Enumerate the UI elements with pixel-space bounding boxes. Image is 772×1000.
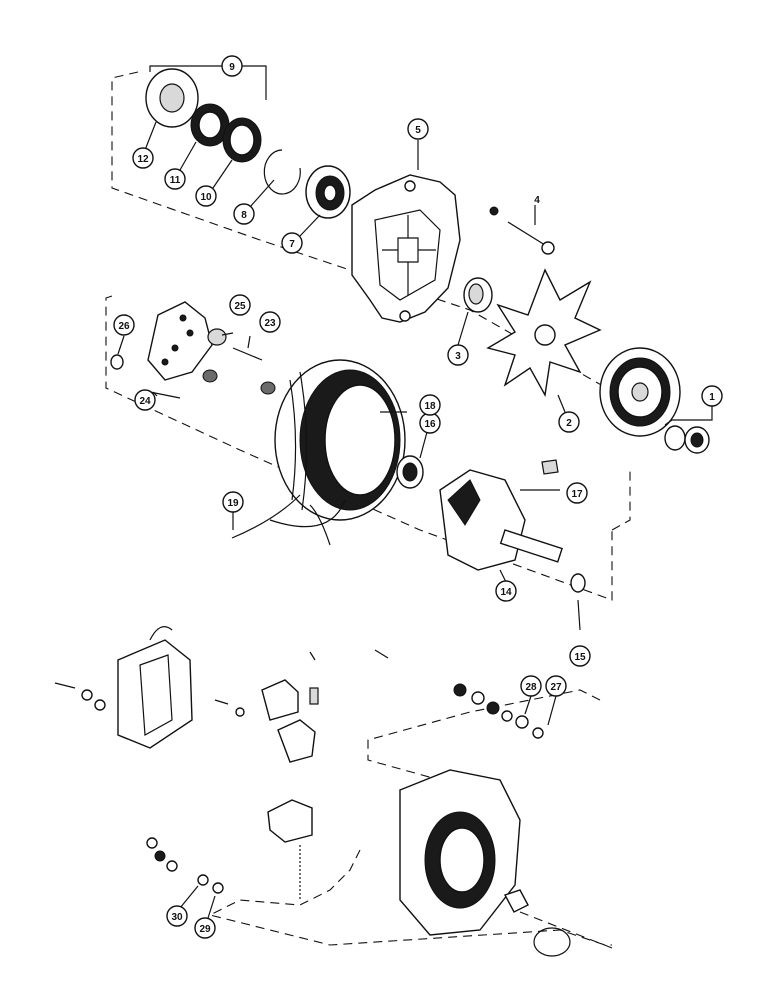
terminal-screws — [214, 649, 389, 717]
callout-19: 19 — [222, 491, 244, 513]
callout-25: 25 — [229, 294, 251, 316]
washer-part-26 — [110, 354, 124, 370]
svg-text:26: 26 — [118, 321, 130, 332]
nut-washers-right — [453, 683, 544, 739]
seal-part-12 — [145, 68, 199, 128]
svg-text:4: 4 — [534, 195, 540, 206]
regulator-part — [117, 626, 193, 749]
slip-ring-end-housing — [399, 769, 521, 936]
callout-18: 18 — [419, 394, 441, 416]
svg-text:14: 14 — [500, 587, 512, 598]
callout-7: 7 — [281, 232, 303, 254]
svg-text:7: 7 — [289, 239, 295, 250]
rotor-part-14 — [439, 469, 563, 571]
svg-text:24: 24 — [139, 396, 151, 407]
callout-15: 15 — [569, 645, 591, 667]
rectifier-plate-part — [147, 301, 213, 381]
nut-washers-lower-left — [146, 837, 224, 894]
snap-ring-part-8 — [263, 149, 301, 195]
callout-28: 28 — [520, 675, 542, 697]
callout-26: 26 — [113, 314, 135, 336]
callout-14: 14 — [495, 580, 517, 602]
callout-16: 16 — [419, 412, 441, 434]
svg-text:27: 27 — [550, 682, 562, 693]
callout-4: 4 — [534, 195, 540, 206]
svg-text:29: 29 — [199, 924, 211, 935]
svg-text:28: 28 — [525, 682, 537, 693]
callout-11: 11 — [164, 168, 186, 190]
svg-text:2: 2 — [566, 418, 572, 429]
svg-text:30: 30 — [171, 912, 183, 923]
bearing-part-7 — [305, 165, 351, 219]
callout-23: 23 — [259, 311, 281, 333]
leader-lines — [117, 65, 713, 919]
callout-17: 17 — [566, 482, 588, 504]
spacer-part-15 — [570, 573, 586, 593]
stator-leads-part-19 — [231, 494, 346, 546]
callout-9: 9 — [221, 55, 243, 77]
bushing-part-3 — [463, 277, 493, 313]
svg-text:15: 15 — [574, 652, 586, 663]
svg-text:5: 5 — [415, 125, 421, 136]
bolt-part-4 — [489, 206, 555, 255]
fan-part-2 — [486, 268, 602, 398]
svg-text:3: 3 — [455, 351, 461, 362]
svg-text:23: 23 — [264, 318, 276, 329]
pulley-part — [599, 347, 681, 437]
callout-27: 27 — [545, 675, 567, 697]
svg-text:25: 25 — [234, 301, 246, 312]
key-part-17 — [541, 459, 559, 475]
callout-3: 3 — [447, 344, 469, 366]
svg-text:10: 10 — [200, 192, 212, 203]
brush-holder-parts — [261, 679, 319, 900]
callout-12: 12 — [132, 147, 154, 169]
callout-30: 30 — [166, 905, 188, 927]
seal-part-10 — [222, 117, 262, 163]
screw-washers-left — [54, 682, 106, 711]
assembly-guide-lines — [105, 71, 631, 949]
svg-text:17: 17 — [571, 489, 583, 500]
seal-part-11 — [190, 103, 230, 147]
svg-text:1: 1 — [709, 392, 715, 403]
terminal-stud-part — [503, 889, 529, 913]
stator-part-18 — [274, 359, 406, 521]
diode-part-25 — [207, 328, 227, 346]
callout-2: 2 — [558, 411, 580, 433]
callout-24: 24 — [134, 389, 156, 411]
bearing-part-16 — [396, 455, 424, 489]
callout-29: 29 — [194, 917, 216, 939]
svg-text:18: 18 — [424, 401, 436, 412]
drive-end-housing-part-5 — [351, 174, 461, 323]
svg-text:16: 16 — [424, 419, 436, 430]
svg-text:12: 12 — [137, 154, 149, 165]
svg-text:19: 19 — [227, 498, 239, 509]
screw-part-23 — [232, 347, 263, 361]
callout-1: 1 — [701, 385, 723, 407]
insulator-parts — [202, 369, 276, 395]
svg-text:8: 8 — [241, 210, 247, 221]
callouts: 1 2 3 4 5 7 8 9 10 11 12 14 15 16 17 18 … — [113, 55, 723, 939]
callout-5: 5 — [407, 118, 429, 140]
callout-10: 10 — [195, 185, 217, 207]
svg-text:11: 11 — [170, 175, 181, 186]
o-ring-part — [533, 927, 571, 957]
svg-text:9: 9 — [229, 62, 235, 73]
nut-washer-part-1 — [664, 425, 710, 454]
screw-part-24 — [149, 391, 181, 399]
callout-8: 8 — [233, 203, 255, 225]
